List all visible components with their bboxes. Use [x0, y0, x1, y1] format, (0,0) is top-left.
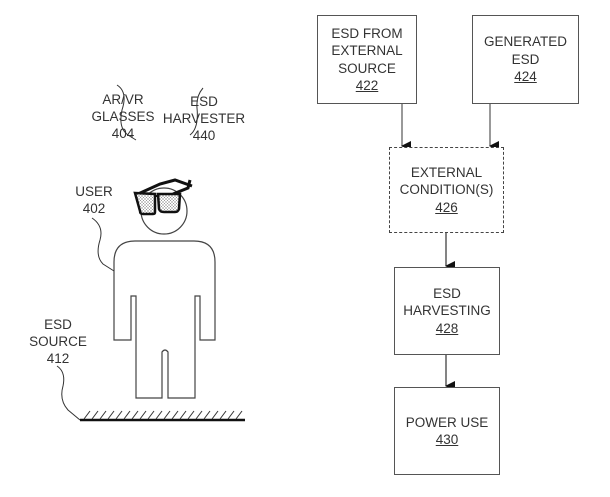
ground-hatch-mark [203, 410, 211, 420]
leader-user [91, 217, 115, 272]
reference-number: 426 [435, 199, 458, 215]
box-line: POWER USE [405, 414, 489, 430]
leader-source [56, 365, 81, 421]
reference-number: 440 [192, 128, 216, 143]
box-line: EXTERNAL [410, 164, 483, 180]
reference-number: 424 [514, 69, 537, 85]
reference-number: 404 [111, 126, 135, 141]
box-line: HARVESTING [403, 303, 491, 319]
box-line: ESD FROM [331, 25, 403, 41]
ground-hatch-mark [131, 410, 139, 420]
ground-hatch-mark [171, 410, 179, 420]
box-line: CONDITION(S) [399, 182, 494, 198]
label-line: ESD [190, 94, 218, 109]
box-line: GENERATED [483, 34, 567, 50]
ground-hatch-mark [235, 410, 243, 420]
ground-hatch-mark [91, 410, 99, 420]
ground-hatch-mark [99, 410, 107, 420]
label-esd-source: ESD SOURCE 412 [24, 316, 92, 367]
leader-glasses [116, 84, 137, 141]
ground-hatch-mark [147, 410, 155, 420]
box-esd-from-external-source: ESD FROM EXTERNAL SOURCE 422 [317, 15, 417, 104]
ground-hatch-mark [155, 410, 163, 420]
reference-number: 422 [355, 78, 379, 93]
ar-vr-glasses [133, 178, 193, 216]
ground-hatch-mark [227, 410, 235, 420]
ground-hatch-mark [123, 410, 131, 420]
ground-hatch-mark [83, 410, 91, 420]
ground-hatch-mark [179, 410, 187, 420]
ground-hatch-mark [219, 410, 227, 420]
box-line: SOURCE [338, 60, 396, 76]
reference-number: 402 [82, 201, 106, 216]
box-external-conditions: EXTERNAL CONDITION(S) 426 [389, 147, 504, 233]
label-user: USER 402 [70, 183, 118, 217]
ground [80, 410, 245, 422]
ground-hatch-mark [195, 410, 203, 420]
reference-number: 428 [435, 320, 459, 336]
label-ar-vr-glasses: AR/VR GLASSES 404 [88, 91, 158, 142]
box-line: ESD [511, 51, 540, 67]
ground-hatch-mark [139, 410, 147, 420]
ground-hatch-mark [115, 410, 123, 420]
reference-number: 430 [435, 432, 459, 447]
label-line: SOURCE [29, 334, 87, 349]
reference-number: 412 [46, 351, 70, 366]
ground-hatch-mark [163, 410, 171, 420]
box-esd-harvesting: ESD HARVESTING 428 [394, 267, 500, 355]
box-line: EXTERNAL [331, 43, 403, 58]
leader-harvester [189, 87, 204, 136]
box-power-use: POWER USE 430 [394, 387, 500, 475]
label-line: GLASSES [91, 109, 155, 124]
label-line: HARVESTER [162, 111, 246, 126]
ground-hatch-mark [187, 410, 195, 420]
ground-hatch-mark [211, 410, 219, 420]
label-line: ESD [44, 317, 72, 332]
flow-arrows [401, 103, 499, 391]
label-line: AR/VR [102, 92, 144, 107]
box-line: ESD [433, 285, 461, 301]
label-esd-harvester: ESD HARVESTER 440 [158, 93, 250, 144]
ground-hatch-mark [107, 410, 115, 420]
label-line: USER [75, 184, 113, 199]
user-body [113, 240, 216, 399]
box-generated-esd: GENERATED ESD 424 [472, 15, 579, 104]
